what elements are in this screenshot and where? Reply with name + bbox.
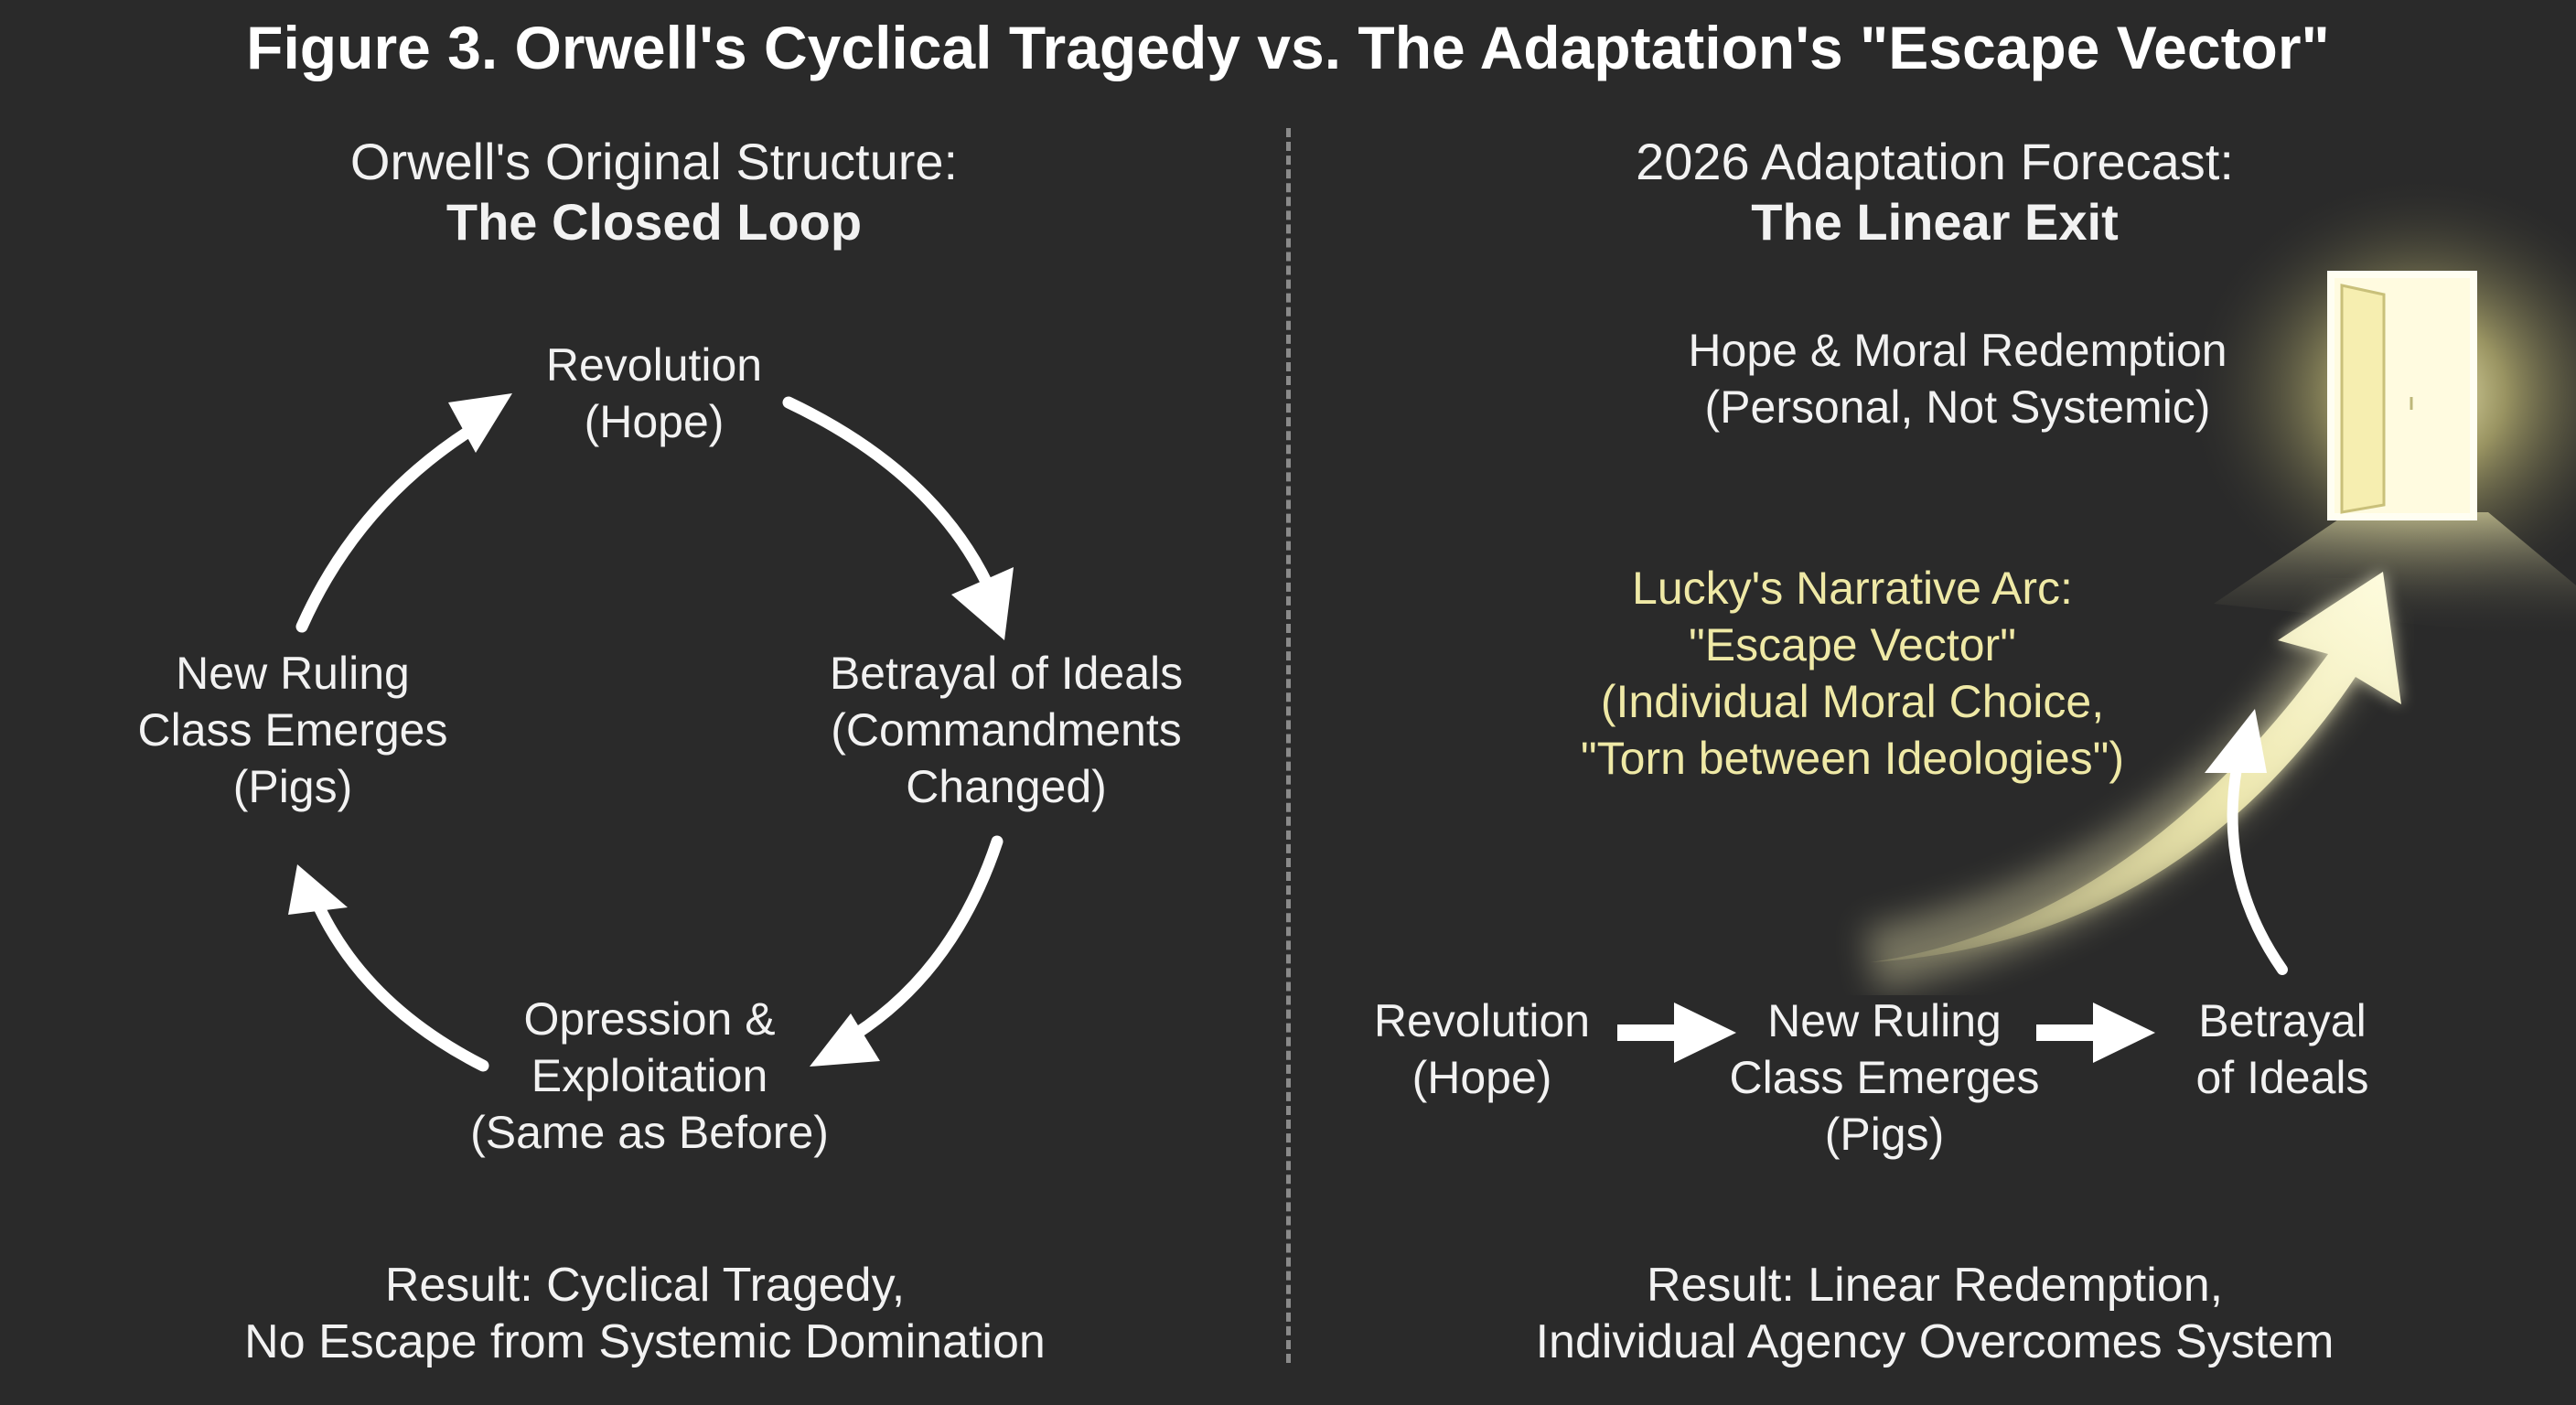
node-oppression-line2: Exploitation (531, 1050, 768, 1101)
right-result-line2: Individual Agency Overcomes System (1535, 1315, 2334, 1368)
node-betrayal: Betrayal of Ideals (Commandments Changed… (787, 645, 1226, 815)
node-betrayal-line3: Changed) (906, 761, 1107, 812)
arrow-betrayal-to-oppression (835, 835, 1004, 1049)
node-revolution-line1: Revolution (545, 339, 763, 391)
narrative-arc-label: Lucky's Narrative Arc: "Escape Vector" (… (1500, 560, 2205, 787)
arc-line2: "Escape Vector" (1689, 619, 2016, 670)
node-ruling-line2: Class Emerges (137, 704, 448, 756)
node-oppression-line1: Opression & (523, 993, 776, 1045)
cycle-arrowheads (288, 393, 1014, 1067)
node-oppression: Opression & Exploitation (Same as Before… (430, 991, 869, 1161)
linear-ruling-line1: New Ruling (1767, 995, 2002, 1046)
left-subheading: The Closed Loop (445, 193, 863, 251)
hope-line1: Hope & Moral Redemption (1688, 325, 2227, 376)
arrow-oppression-to-ruling (312, 899, 489, 1072)
right-heading: 2026 Adaptation Forecast: (1636, 133, 2234, 190)
linear-betrayal-line2: of Ideals (2195, 1052, 2369, 1103)
cycle-arrows (295, 396, 1004, 1072)
figure-title: Figure 3. Orwell's Cyclical Tragedy vs. … (246, 14, 2330, 81)
node-ruling-line1: New Ruling (176, 648, 410, 699)
node-revolution-line2: (Hope) (584, 396, 724, 447)
node-revolution: Revolution (Hope) (457, 337, 851, 450)
arrow-betrayal-to-door (2227, 763, 2288, 975)
node-ruling-line3: (Pigs) (232, 761, 353, 812)
linear-node-ruling-class: New Ruling Class Emerges (Pigs) (1701, 992, 2067, 1163)
door-light-floor (2214, 512, 2576, 640)
arrow-revolution-to-betrayal (782, 396, 994, 592)
arrow-ruling-to-betrayal (2036, 1003, 2155, 1063)
panel-divider (1286, 128, 1291, 1363)
arc-line3: (Individual Moral Choice, (1600, 676, 2105, 727)
right-result: Result: Linear Redemption, Individual Ag… (1473, 1257, 2397, 1370)
right-subheading: The Linear Exit (1751, 193, 2119, 251)
node-betrayal-line2: (Commandments (831, 704, 1182, 756)
left-heading: Orwell's Original Structure: (349, 133, 959, 190)
linear-node-betrayal: Betrayal of Ideals (2159, 992, 2406, 1106)
door-icon (2184, 174, 2576, 640)
node-ruling-class: New Ruling Class Emerges (Pigs) (101, 645, 485, 815)
linear-revolution-line1: Revolution (1373, 995, 1591, 1046)
left-result-line2: No Escape from Systemic Domination (244, 1315, 1046, 1368)
linear-ruling-line2: Class Emerges (1729, 1052, 2040, 1103)
arrow-revolution-to-ruling (1617, 1003, 1736, 1063)
escape-arrow-icon (1863, 572, 2401, 992)
linear-node-revolution: Revolution (Hope) (1345, 992, 1619, 1106)
node-betrayal-line1: Betrayal of Ideals (829, 648, 1184, 699)
right-result-line1: Result: Linear Redemption, (1646, 1259, 2224, 1312)
hope-redemption-label: Hope & Moral Redemption (Personal, Not S… (1592, 322, 2324, 435)
arrow-ruling-to-revolution (295, 424, 478, 633)
left-result: Result: Cyclical Tragedy, No Escape from… (156, 1257, 1134, 1370)
arc-line1: Lucky's Narrative Arc: (1632, 563, 2073, 614)
linear-arrows (1617, 1003, 2155, 1063)
left-result-line1: Result: Cyclical Tragedy, (384, 1259, 906, 1312)
arc-line4: "Torn between Ideologies") (1580, 733, 2125, 784)
hope-line2: (Personal, Not Systemic) (1704, 381, 2211, 433)
node-oppression-line3: (Same as Before) (470, 1107, 829, 1158)
linear-ruling-line3: (Pigs) (1824, 1109, 1945, 1160)
linear-betrayal-line1: Betrayal (2198, 995, 2367, 1046)
linear-revolution-line2: (Hope) (1411, 1052, 1552, 1103)
